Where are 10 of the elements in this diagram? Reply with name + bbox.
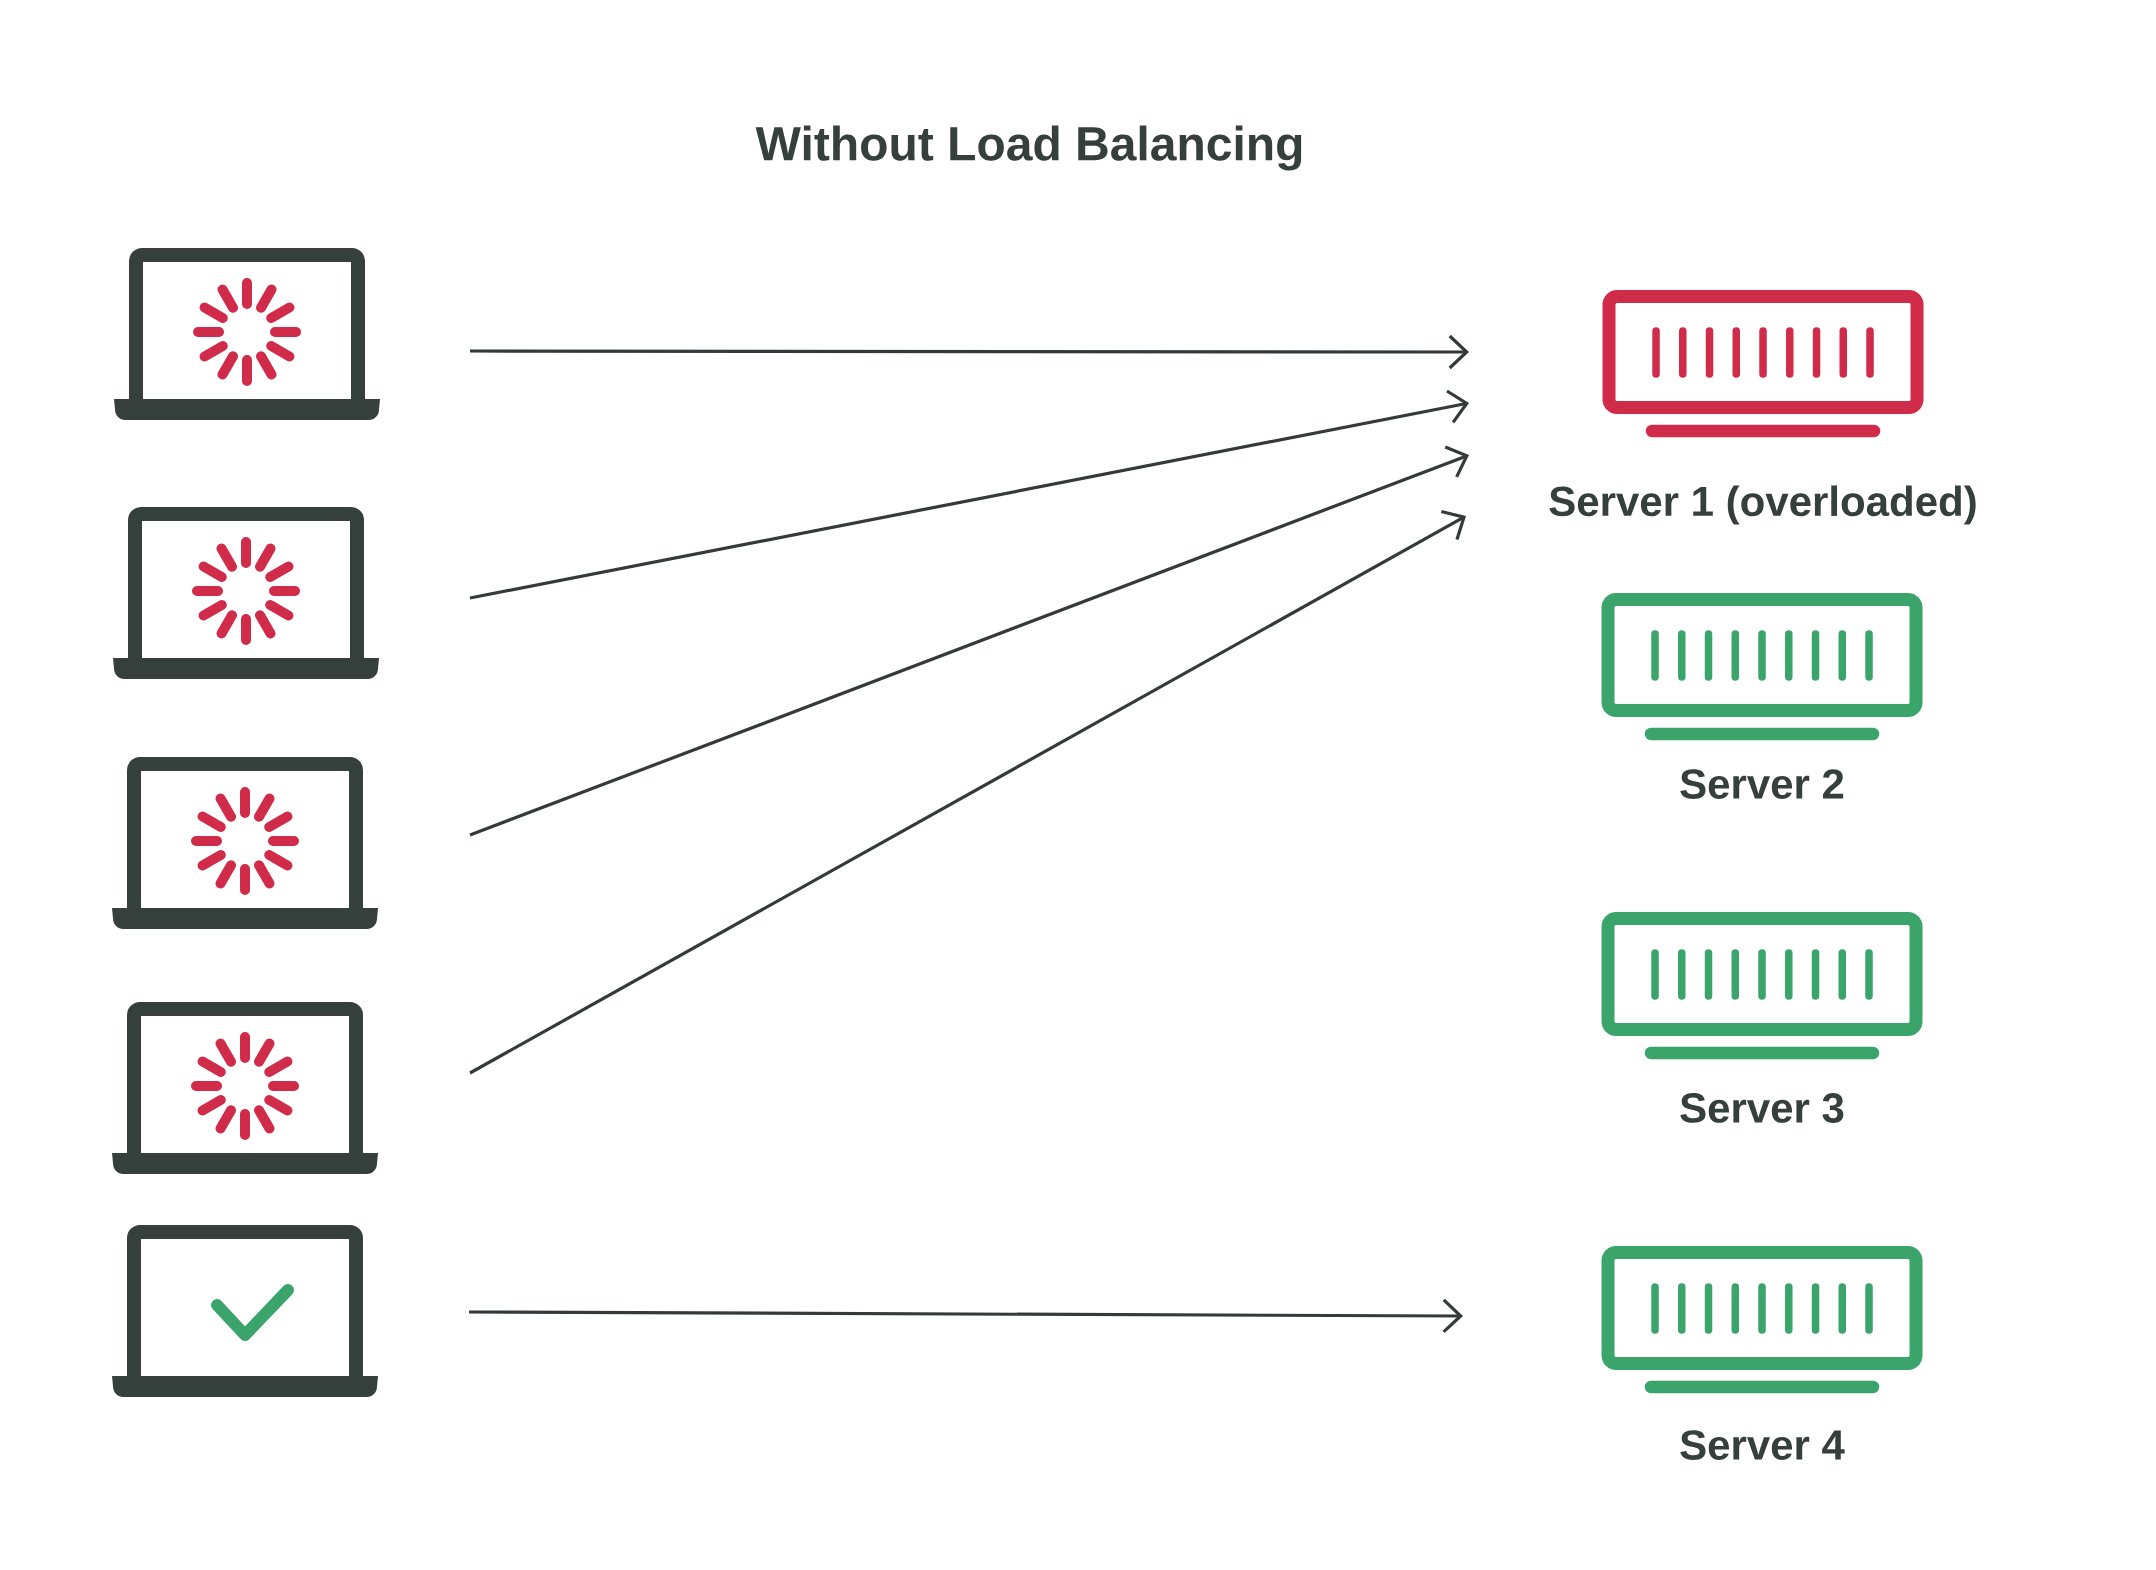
arrow <box>469 509 1467 1075</box>
arrow <box>470 334 1469 370</box>
arrow <box>469 389 1470 600</box>
title: Without Load Balancing <box>755 125 1302 171</box>
server-label: Server 2 <box>1680 769 1844 799</box>
arrow <box>469 1298 1463 1334</box>
server-label: Server 1 (overloaded) <box>1549 485 1976 525</box>
server-label: Server 3 <box>1680 1093 1844 1123</box>
arrow <box>469 445 1470 837</box>
server-label: Server 4 <box>1680 1430 1845 1460</box>
